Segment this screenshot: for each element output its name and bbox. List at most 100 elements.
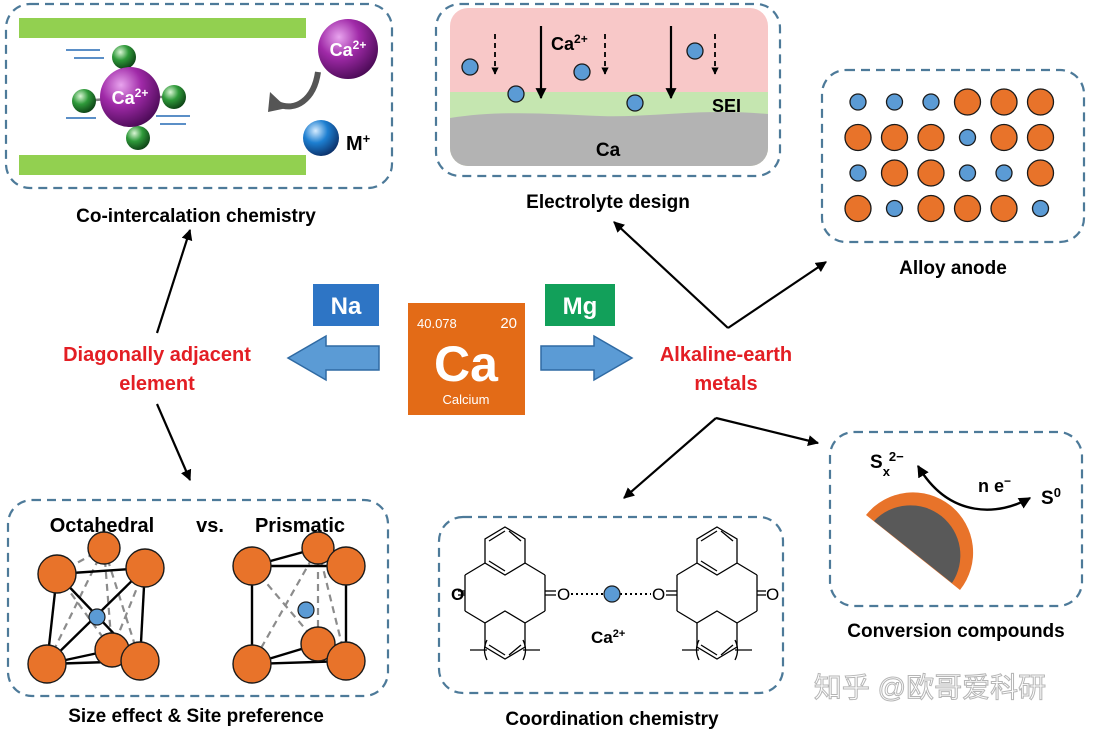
alloy-ca-atom xyxy=(995,164,1013,182)
alloy-ca-atom xyxy=(1031,199,1050,218)
size-effect-caption: Size effect & Site preference xyxy=(68,706,324,727)
sulfur-host-core xyxy=(874,505,961,583)
dashed-diffusion-arrows xyxy=(491,34,719,75)
alloy-host-atom xyxy=(880,159,909,187)
oxygen-right-inner: O xyxy=(652,585,665,604)
co-intercalation-caption: Co-intercalation chemistry xyxy=(76,206,316,227)
connector-arrows xyxy=(155,221,827,499)
alloy-caption: Alloy anode xyxy=(899,258,1007,279)
prismatic-anions xyxy=(232,531,366,684)
mg-label: Mg xyxy=(563,293,598,320)
coordination-ion-label: Ca2+ xyxy=(591,628,625,647)
graphite-layer-top xyxy=(19,18,306,38)
solvated-ca-ion xyxy=(100,67,160,127)
alloy-ca-atom xyxy=(922,93,940,111)
alloy-ca-atom xyxy=(885,93,904,111)
alloy-frame xyxy=(820,68,1086,244)
ca-ion-label: Ca2+ xyxy=(112,86,149,108)
electrolyte-panel: Ca2+ SEI Ca Electrolyte design xyxy=(434,2,782,213)
graphite-layer-bottom xyxy=(19,155,306,175)
alloy-ca-atom xyxy=(958,128,977,147)
mg-box xyxy=(545,284,615,326)
conversion-caption: Conversion compounds xyxy=(847,621,1064,642)
alloy-ca-atom xyxy=(885,199,904,218)
solvent-molecule-bottom xyxy=(126,126,150,150)
m-plus-label: M+ xyxy=(346,131,371,156)
alloy-host-atom xyxy=(1026,123,1055,152)
alloy-host-atom xyxy=(880,123,909,152)
alloy-host-atom xyxy=(917,123,945,152)
alkaline-label-line2: metals xyxy=(694,373,757,395)
prismatic-ca-site xyxy=(297,601,315,619)
alloy-host-atom xyxy=(990,88,1018,116)
ca-ions-in-electrolyte xyxy=(461,42,704,112)
na-label: Na xyxy=(331,293,362,320)
diagonal-label-line2: element xyxy=(119,373,195,395)
alloy-host-atom xyxy=(953,88,982,116)
co-intercalation-frame xyxy=(4,2,394,190)
element-symbol: Ca xyxy=(434,336,499,392)
alloy-host-atom xyxy=(917,159,945,187)
sei-label: SEI xyxy=(712,96,741,116)
co-intercalation-panel: Ca2+ Ca2+ M+ Co-intercalation chemistry xyxy=(4,2,394,227)
redox-arrow xyxy=(916,464,1032,511)
alloy-host-atom xyxy=(953,194,982,223)
solvent-molecule-left xyxy=(72,89,96,113)
oxygen-left-inner: O xyxy=(557,585,570,604)
octahedral-ca-site xyxy=(88,608,106,626)
coordination-frame xyxy=(437,515,785,695)
alloy-host-atom xyxy=(844,194,872,223)
watermark: 知乎 @欧哥爱科研 xyxy=(814,672,1046,703)
right-block-arrow xyxy=(540,334,634,382)
alloy-panel: Alloy anode xyxy=(820,68,1086,279)
prismatic-structure xyxy=(232,531,366,684)
electrolyte-caption: Electrolyte design xyxy=(526,192,690,213)
ca-metal-region xyxy=(450,112,768,166)
alloy-host-atom xyxy=(844,123,872,152)
exchange-arrowhead xyxy=(268,92,287,112)
left-block-arrow xyxy=(286,334,380,382)
octahedral-structure xyxy=(27,531,165,684)
ca-metal-label: Ca xyxy=(596,140,621,161)
alloy-host-atom xyxy=(990,123,1018,152)
calcium-element-tile xyxy=(408,303,525,415)
oxygen-left-outer: O xyxy=(451,585,464,604)
atomic-mass: 40.078 xyxy=(417,316,457,331)
electrolyte-ion-label: Ca2+ xyxy=(551,32,588,54)
alloy-ca-atom xyxy=(849,93,867,111)
polysulfide-label: Sx2− xyxy=(870,449,904,479)
free-ca-ion-label: Ca2+ xyxy=(330,38,367,60)
alloy-host-atom xyxy=(1026,88,1055,116)
element-name: Calcium xyxy=(443,392,490,407)
diagonal-label-line1: Diagonally adjacent xyxy=(63,344,251,366)
coordinated-ca-ion xyxy=(603,585,621,603)
octahedral-label: Octahedral xyxy=(50,515,154,537)
coordination-panel: O O O O xyxy=(437,515,785,730)
m-plus-ion xyxy=(303,120,339,156)
electron-label: n e− xyxy=(978,474,1011,496)
solvent-lines xyxy=(66,49,190,125)
alloy-ca-atom xyxy=(958,164,977,182)
alloy-lattice xyxy=(844,88,1055,223)
anthraquinone-right xyxy=(666,526,766,661)
free-ca-ion xyxy=(318,19,378,79)
center-hub: 40.078 20 Ca Calcium Na Mg Diagonally ad… xyxy=(63,284,792,415)
solvent-molecule-right xyxy=(162,85,186,109)
alloy-host-atom xyxy=(917,194,945,223)
conversion-panel: Sx2− n e− S0 Conversion compounds xyxy=(828,430,1084,642)
alloy-host-atom xyxy=(990,194,1018,223)
size-effect-panel: Octahedral vs. Prismatic xyxy=(6,498,390,727)
alkaline-label-line1: Alkaline-earth xyxy=(660,344,792,366)
sulfur-label: S0 xyxy=(1041,485,1061,510)
alloy-host-atom xyxy=(1026,159,1055,187)
prismatic-label: Prismatic xyxy=(255,515,345,537)
oxygen-right-outer: O xyxy=(766,585,779,604)
atomic-number: 20 xyxy=(500,315,517,332)
ion-flux-arrows xyxy=(535,26,677,100)
na-box xyxy=(313,284,379,326)
alloy-ca-atom xyxy=(849,164,867,182)
anthraquinone-left xyxy=(458,526,556,661)
coordination-caption: Coordination chemistry xyxy=(505,709,719,730)
